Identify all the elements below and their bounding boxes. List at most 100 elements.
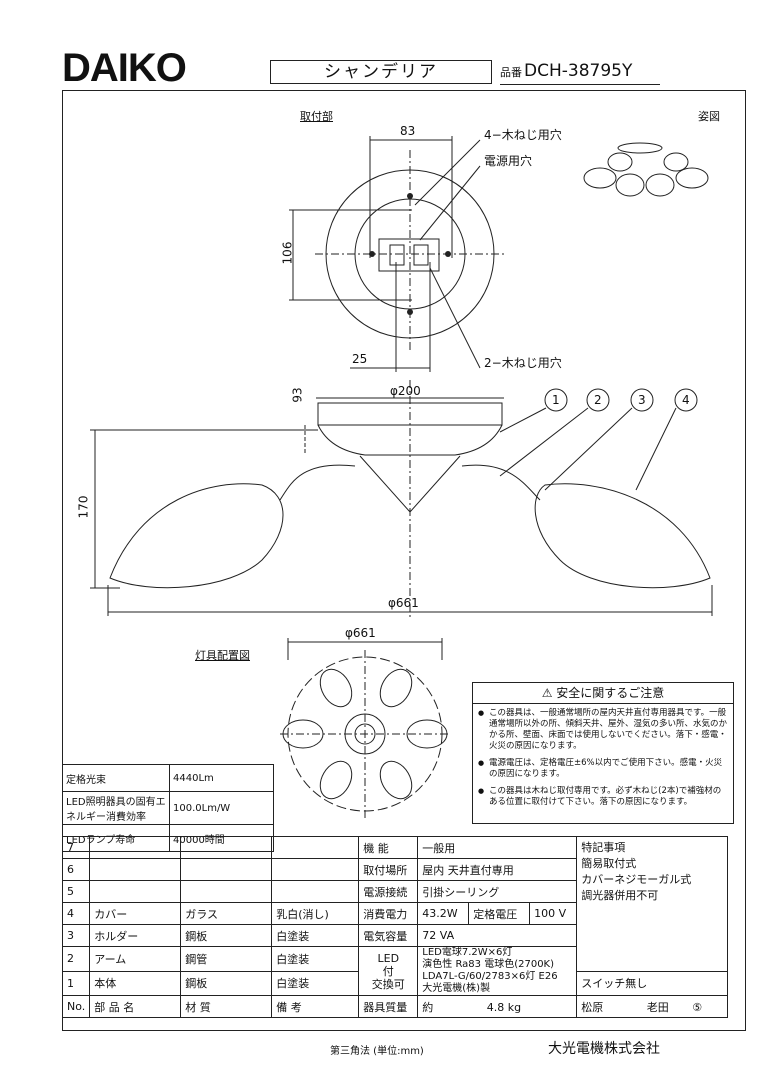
- safety-list: この器具は、一般通常場所の屋内天井直付専用器具です。一般通常場所以外の所、傾斜天…: [473, 708, 733, 808]
- callout-screw2: 2−木ねじ用穴: [484, 356, 562, 370]
- perspective-label: 姿図: [698, 110, 720, 123]
- mass-approx: 約: [422, 1000, 434, 1014]
- callout-2: 2: [594, 393, 602, 407]
- note-item: カバーネジモーガル式: [581, 873, 692, 886]
- part-material: ガラス: [180, 902, 273, 925]
- safety-item: 電源電圧は、定格電圧±6%以内でご使用下さい。感電・火災の原因になります。: [478, 758, 729, 780]
- dim-170: 170: [76, 495, 91, 519]
- part-name: アーム: [89, 946, 182, 972]
- dim-200: φ200: [390, 384, 421, 398]
- safety-title-text: 安全に関するご注意: [556, 686, 665, 700]
- led-key-line: LED: [377, 951, 400, 965]
- info-value: 一般用: [417, 836, 578, 859]
- part-finish: 白塗装: [271, 970, 360, 996]
- callout-4: 4: [682, 393, 690, 407]
- info-key: 消費電力: [358, 902, 419, 925]
- sign-cell: 松原 老田 ⑤: [576, 995, 729, 1018]
- part-finish: [271, 880, 360, 903]
- parts-and-info-table: 7 機 能一般用 特記事項 簡易取付式 カバーネジモーガル式 調光器併用不可 6…: [61, 836, 729, 1018]
- part-name: [89, 880, 182, 903]
- part-finish: [271, 858, 360, 881]
- part-finish: [271, 836, 360, 859]
- part-material: [180, 836, 273, 859]
- info-value: 72 VA: [417, 924, 578, 947]
- part-no: 4: [61, 902, 91, 925]
- mass-number: 4.8 kg: [486, 1000, 522, 1014]
- safety-title: ⚠ 安全に関するご注意: [473, 683, 733, 704]
- daiko-logo: DAIKO: [62, 46, 187, 90]
- header-material: 材 質: [180, 995, 273, 1018]
- part-no: 1: [61, 970, 91, 996]
- note-item: 調光器併用不可: [581, 889, 659, 902]
- header-name: 部 品 名: [89, 995, 182, 1018]
- mount-view-label: 取付部: [300, 110, 333, 123]
- dim-661-side: φ661: [388, 596, 419, 610]
- part-material: 鋼板: [180, 970, 273, 996]
- info-value: 屋内 天井直付専用: [417, 858, 578, 881]
- part-finish: 白塗装: [271, 946, 360, 972]
- part-no: 5: [61, 880, 91, 903]
- callout-1: 1: [552, 393, 560, 407]
- part-material: [180, 858, 273, 881]
- dim-25: 25: [352, 352, 368, 366]
- sign-3: ⑤: [692, 1000, 703, 1014]
- notes-title: 特記事項: [581, 841, 626, 854]
- company-name: 大光電機株式会社: [548, 1041, 660, 1057]
- notes-cell: 特記事項 簡易取付式 カバーネジモーガル式 調光器併用不可: [576, 836, 729, 972]
- header-no: No.: [61, 995, 91, 1018]
- part-name: [89, 858, 182, 881]
- info-key: 機 能: [358, 836, 419, 859]
- info-key: 器具質量: [358, 995, 419, 1018]
- part-finish: 乳白(消し): [271, 902, 360, 925]
- led-key-line: 付: [382, 964, 394, 978]
- spec-value: 100.0Lm/W: [169, 791, 274, 825]
- part-finish: 白塗装: [271, 924, 360, 947]
- part-name: [89, 836, 182, 859]
- sign-1: 松原: [581, 1000, 604, 1014]
- sign-2: 老田: [646, 1000, 669, 1014]
- info-value: 43.2W: [417, 902, 470, 925]
- part-material: [180, 880, 273, 903]
- info-key: 定格電圧: [468, 902, 531, 925]
- part-name: ホルダー: [89, 924, 182, 947]
- header-finish: 備 考: [271, 995, 360, 1018]
- safety-item: この器具は、一般通常場所の屋内天井直付専用器具です。一般通常場所以外の所、傾斜天…: [478, 708, 729, 752]
- part-material: 鋼板: [180, 924, 273, 947]
- part-no: 7: [61, 836, 91, 859]
- callout-screw4: 4−木ねじ用穴: [484, 128, 562, 142]
- part-no: 2: [61, 946, 91, 972]
- safety-item: この器具は木ねじ取付専用です。必ず木ねじ(2本)で補強材のある位置に取付けて下さ…: [478, 786, 729, 808]
- product-title: シャンデリア: [270, 60, 492, 84]
- part-name: カバー: [89, 902, 182, 925]
- part-name: 本体: [89, 970, 182, 996]
- callout-3: 3: [638, 393, 646, 407]
- info-value: 引掛シーリング: [417, 880, 578, 903]
- led-line: LDA7L-G/60/2783×6灯 E26: [422, 971, 558, 982]
- dim-83: 83: [400, 124, 416, 138]
- callout-power-hole: 電源用穴: [484, 154, 533, 168]
- drawing-frame: [62, 90, 746, 1031]
- model-label: 品番: [500, 66, 522, 79]
- spec-key: 定格光束: [62, 764, 170, 792]
- info-value: 100 V: [529, 902, 578, 925]
- dim-661-layout: φ661: [345, 626, 376, 640]
- spec-key: LED照明器具の固有エネルギー消費効率: [62, 791, 170, 825]
- safety-notice: ⚠ 安全に関するご注意 この器具は、一般通常場所の屋内天井直付専用器具です。一般…: [472, 682, 734, 824]
- info-key: 電気容量: [358, 924, 419, 947]
- dim-106: 106: [280, 241, 295, 265]
- spec-value: 4440Lm: [169, 764, 274, 792]
- mass-value: 約 4.8 kg: [417, 995, 578, 1018]
- part-no: 6: [61, 858, 91, 881]
- led-line: 大光電機(株)製: [422, 983, 491, 994]
- part-material: 鋼管: [180, 946, 273, 972]
- led-key-line: 交換可: [371, 977, 405, 991]
- part-no: 3: [61, 924, 91, 947]
- info-key: 電源接続: [358, 880, 419, 903]
- led-line: LED電球7.2W×6灯: [422, 947, 513, 958]
- led-line: 演色性 Ra83 電球色(2700K): [422, 959, 555, 970]
